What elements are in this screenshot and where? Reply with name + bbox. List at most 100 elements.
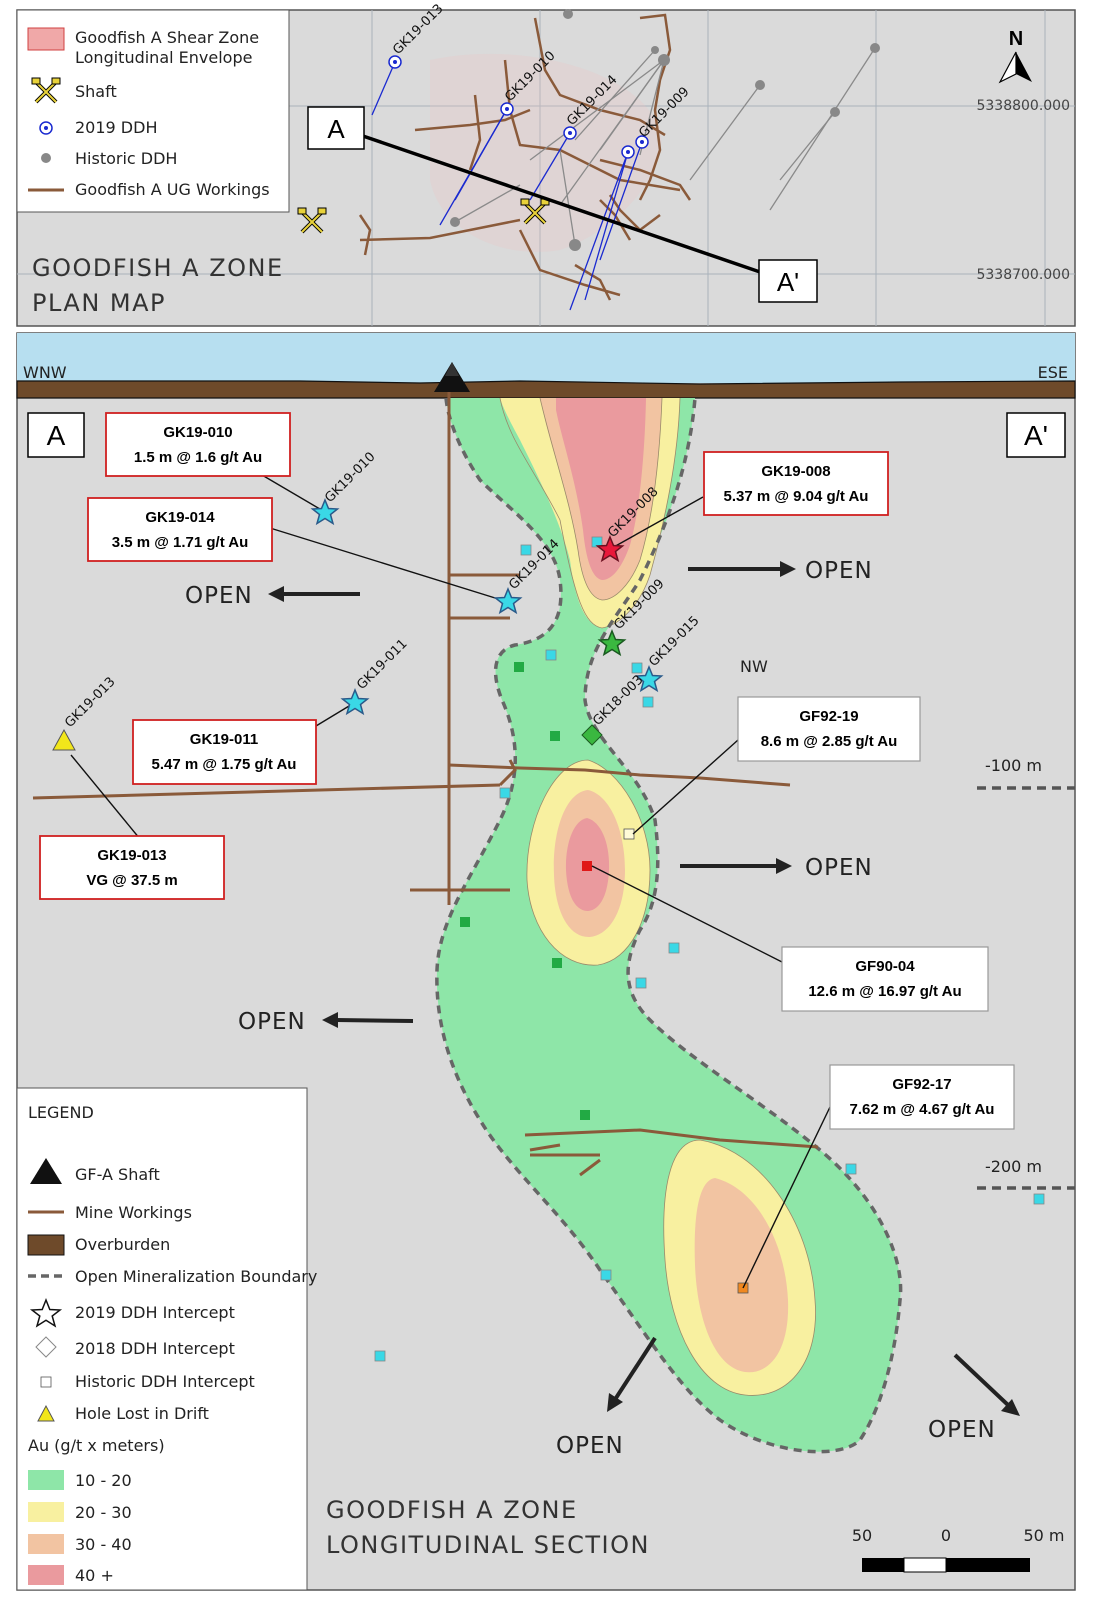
callout-title: GK19-014 bbox=[145, 509, 215, 526]
star-icon bbox=[29, 1297, 63, 1328]
yellow-triangle-icon bbox=[52, 728, 76, 751]
historic-ddh-icon bbox=[651, 46, 659, 54]
callout-title: GK19-010 bbox=[163, 424, 232, 441]
callout-title: GK19-011 bbox=[190, 731, 258, 748]
open-label: OPEN bbox=[185, 583, 253, 609]
square-icon bbox=[374, 1350, 386, 1362]
longitudinal-section: WNW ESE NW A A' -100 m -200 m OPEN OPEN … bbox=[16, 332, 1076, 1591]
callout-value: 8.6 m @ 2.85 g/t Au bbox=[761, 733, 898, 750]
square-icon bbox=[845, 1163, 857, 1175]
shaft-pick-hammer-icon bbox=[520, 198, 550, 225]
square-icon bbox=[40, 1376, 52, 1388]
callout-gk19-008: GK19-008 5.37 m @ 9.04 g/t Au bbox=[703, 451, 889, 516]
star-icon bbox=[595, 535, 625, 563]
legend-item-label: Open Mineralization Boundary bbox=[75, 1267, 317, 1286]
historic-ddh-icon bbox=[658, 54, 670, 66]
historic-ddh-icon bbox=[830, 107, 840, 117]
historic-ddh-icon bbox=[41, 153, 51, 163]
section-line bbox=[359, 133, 761, 274]
legend-item-label: Hole Lost in Drift bbox=[75, 1404, 209, 1423]
overburden-swatch bbox=[27, 1234, 65, 1256]
square-icon bbox=[460, 917, 470, 927]
legend-item-label: Historic DDH Intercept bbox=[75, 1372, 255, 1391]
plan-legend: Goodfish A Shear Zone Longitudinal Envel… bbox=[16, 9, 290, 213]
callout-value: 1.5 m @ 1.6 g/t Au bbox=[134, 449, 262, 466]
arrow-right-icon-head bbox=[776, 858, 792, 874]
square-icon bbox=[1033, 1193, 1045, 1205]
callout-gk19-013: GK19-013 VG @ 37.5 m bbox=[39, 835, 225, 900]
historic-intercepts bbox=[374, 536, 1045, 1362]
section-a-label: A bbox=[327, 114, 345, 144]
open-label: OPEN bbox=[238, 1009, 306, 1035]
callout-value: 7.62 m @ 4.67 g/t Au bbox=[850, 1101, 995, 1118]
square-icon bbox=[552, 958, 562, 968]
ese-label: ESE bbox=[1038, 363, 1068, 382]
square-icon bbox=[550, 731, 560, 741]
shear-zone-swatch bbox=[27, 27, 65, 51]
historic-ddh-icon bbox=[870, 43, 880, 53]
shaft-triangle-icon bbox=[30, 1158, 62, 1184]
grade-swatch bbox=[28, 1534, 64, 1554]
diamond-icon bbox=[581, 724, 603, 746]
plan-2019-traces bbox=[371, 61, 643, 311]
arrow-left-icon bbox=[335, 1018, 414, 1023]
plan-ug-workings bbox=[358, 13, 692, 301]
grade-swatch bbox=[28, 1565, 64, 1585]
callout-title: GF90-04 bbox=[855, 958, 915, 975]
section-a-prime-box bbox=[758, 259, 818, 303]
northing-label: 5338700.000 bbox=[976, 267, 1070, 283]
grade-10-20-zone bbox=[436, 398, 901, 1452]
section-a-prime-label: A' bbox=[1024, 420, 1048, 451]
star-icon bbox=[597, 629, 627, 657]
arrow-down-right-icon bbox=[953, 1353, 1010, 1407]
callout-title: GK19-008 bbox=[761, 463, 830, 480]
callout-gf92-17: GF92-17 7.62 m @ 4.67 g/t Au bbox=[829, 1064, 1015, 1130]
section-a-prime-box bbox=[1006, 412, 1066, 458]
square-icon bbox=[514, 662, 524, 672]
plan-title-line1: GOODFISH A ZONE bbox=[32, 254, 284, 282]
diamond-icon bbox=[35, 1336, 57, 1358]
legend-ug-workings: Goodfish A UG Workings bbox=[75, 180, 270, 199]
legend-grade-label: 20 - 30 bbox=[75, 1503, 132, 1522]
callout-gf92-19: GF92-19 8.6 m @ 2.85 g/t Au bbox=[737, 696, 921, 762]
square-icon bbox=[631, 662, 643, 674]
callout-value: VG @ 37.5 m bbox=[86, 872, 177, 889]
callout-gf90-04: GF90-04 12.6 m @ 16.97 g/t Au bbox=[781, 946, 989, 1012]
grade-40-plus-zone bbox=[556, 398, 646, 580]
historic-ddh-icon bbox=[450, 217, 460, 227]
section-title-line2: LONGITUDINAL SECTION bbox=[326, 1531, 650, 1559]
scale-bar: 50 0 50 m bbox=[852, 1526, 1065, 1573]
square-icon bbox=[499, 787, 511, 799]
callout-value: 5.47 m @ 1.75 g/t Au bbox=[152, 756, 297, 773]
callout-title: GF92-19 bbox=[799, 708, 858, 725]
north-label: N bbox=[1009, 28, 1023, 50]
shaft-pick-hammer-icon bbox=[31, 77, 61, 104]
open-label: OPEN bbox=[805, 558, 873, 584]
callout-gk19-011: GK19-011 5.47 m @ 1.75 g/t Au bbox=[132, 719, 317, 785]
section-legend-box bbox=[16, 1087, 308, 1591]
ddh-2019-icon bbox=[621, 145, 635, 159]
square-icon bbox=[668, 942, 680, 954]
legend-shear-line2: Longitudinal Envelope bbox=[75, 48, 252, 67]
open-arrows: OPEN OPEN OPEN OPEN OPEN OPEN bbox=[185, 558, 1020, 1459]
grade-contours bbox=[499, 397, 816, 1396]
open-label: OPEN bbox=[556, 1433, 624, 1459]
square-icon bbox=[600, 1269, 612, 1281]
section-legend: LEGEND GF-A Shaft Mine Workings Overburd… bbox=[16, 1087, 317, 1591]
arrow-down-left-icon-head bbox=[607, 1393, 623, 1412]
legend-grade-label: 40 + bbox=[75, 1566, 114, 1585]
open-label: OPEN bbox=[805, 855, 873, 881]
callout-value: 3.5 m @ 1.71 g/t Au bbox=[112, 534, 249, 551]
plan-historic-ddh bbox=[450, 9, 880, 251]
ddh-2019-intercepts bbox=[52, 498, 664, 751]
callout-value: 5.37 m @ 9.04 g/t Au bbox=[724, 488, 869, 505]
sky bbox=[17, 333, 1075, 383]
square-icon bbox=[591, 536, 603, 548]
ddh-2019-icon bbox=[39, 121, 53, 135]
legend-heading: LEGEND bbox=[28, 1103, 94, 1122]
open-label: OPEN bbox=[928, 1417, 996, 1443]
legend-shear-line1: Goodfish A Shear Zone bbox=[75, 28, 259, 47]
plan-title-line2: PLAN MAP bbox=[32, 289, 166, 317]
square-icon bbox=[642, 696, 654, 708]
